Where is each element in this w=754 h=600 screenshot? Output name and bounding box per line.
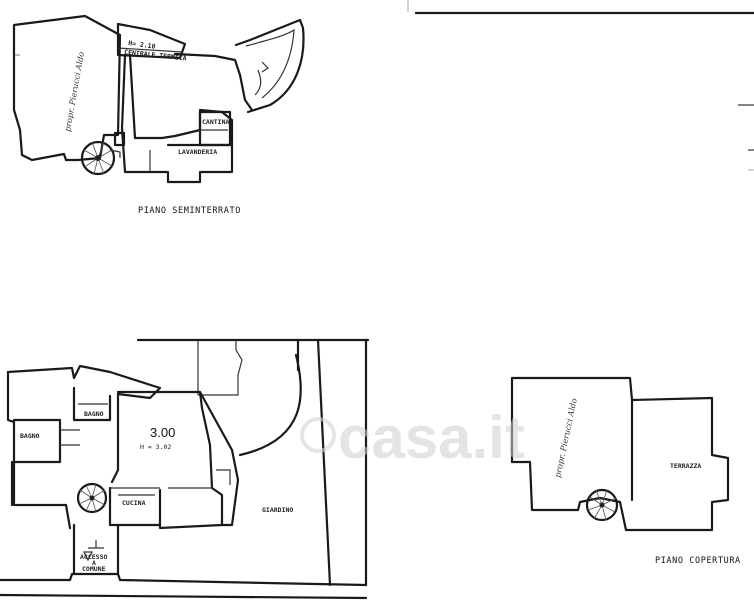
watermark: casa.it bbox=[300, 404, 525, 471]
garden-label: GIARDINO bbox=[262, 506, 293, 514]
roof-owner-label: propr. Pierucci Aldo bbox=[553, 397, 579, 478]
cellar-label: CANTINA bbox=[202, 118, 229, 126]
terrace-label: TERRAZZA bbox=[670, 462, 701, 470]
roof-title: PIANO COPERTURA bbox=[655, 556, 741, 566]
bath-label-upper: BAGNO bbox=[84, 410, 104, 418]
access-label: ACCESSO bbox=[80, 553, 107, 561]
basement-owner-label: propr. Pierucci Aldo bbox=[63, 51, 86, 132]
scan-artifacts bbox=[407, 0, 754, 171]
kitchen-label: CUCINA bbox=[122, 499, 146, 507]
unit-number-label: 3.00 bbox=[150, 425, 175, 440]
watermark-text: casa.it bbox=[338, 404, 525, 471]
basement-plan: propr. Pierucci Aldo H= 2.10 CENTRALE TE… bbox=[12, 14, 305, 216]
roof-plan: propr. Pierucci Aldo TERRAZZA PIANO COPE… bbox=[510, 376, 741, 566]
basement-height-label: H= 2.10 bbox=[128, 39, 156, 51]
ground-floor-plan: 3.00 H = 3.02 BAGNO BAGNO CUCINA GIARDIN… bbox=[0, 338, 370, 600]
access-common-label: COMUNE bbox=[82, 565, 106, 573]
laundry-label: LAVANDERIA bbox=[178, 148, 217, 156]
basement-title: PIANO SEMINTERRATO bbox=[138, 206, 241, 216]
access-a-label: A bbox=[92, 559, 96, 567]
ground-height-label: H = 3.02 bbox=[140, 443, 171, 451]
bath-label-lower: BAGNO bbox=[20, 432, 40, 440]
